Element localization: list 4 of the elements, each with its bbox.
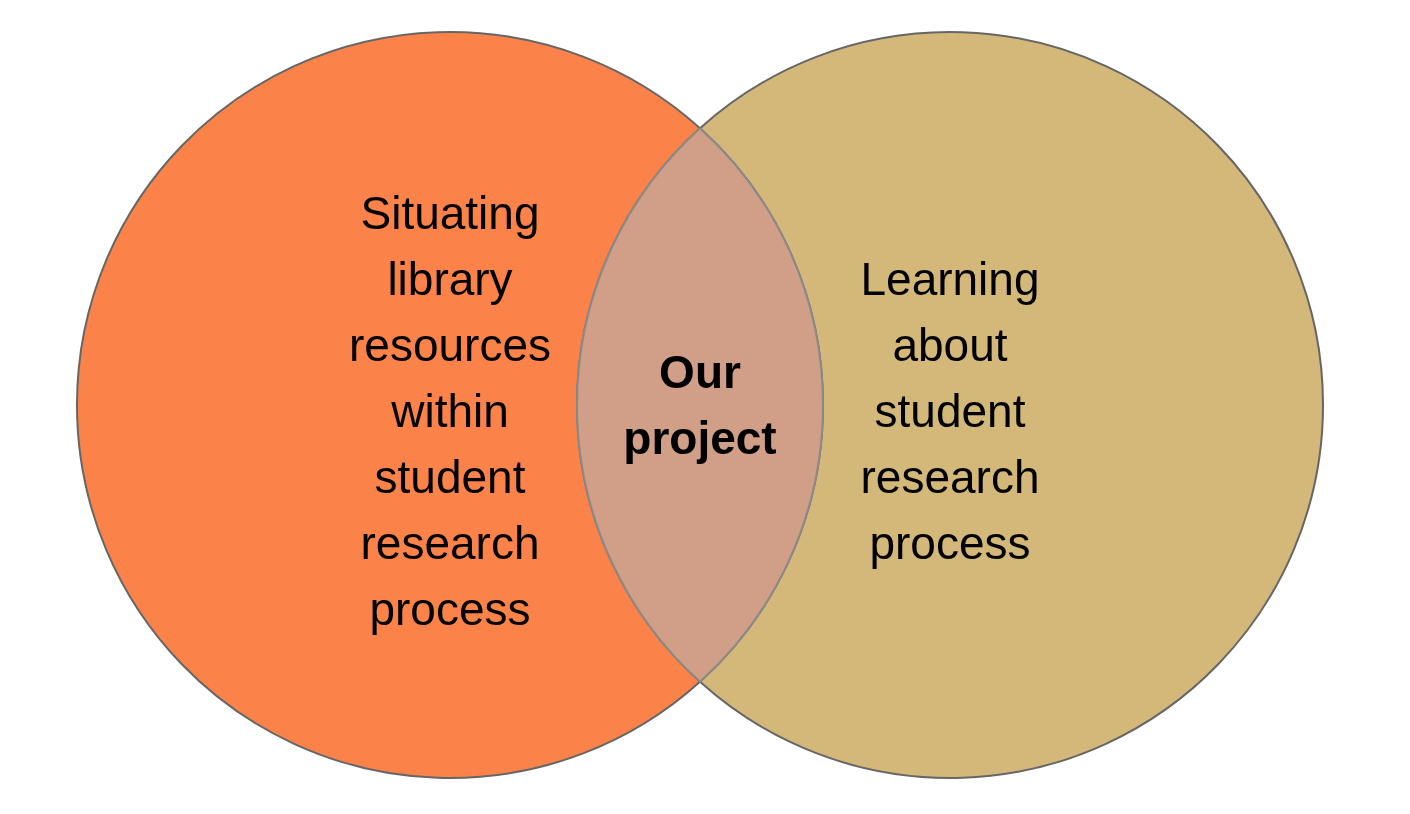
circle-label: Situating library resources within student research process [348,186,552,637]
overlap-region [577,128,823,682]
circle-label: Learning about student research process [859,252,1041,571]
circle-label: Our project [622,345,778,466]
